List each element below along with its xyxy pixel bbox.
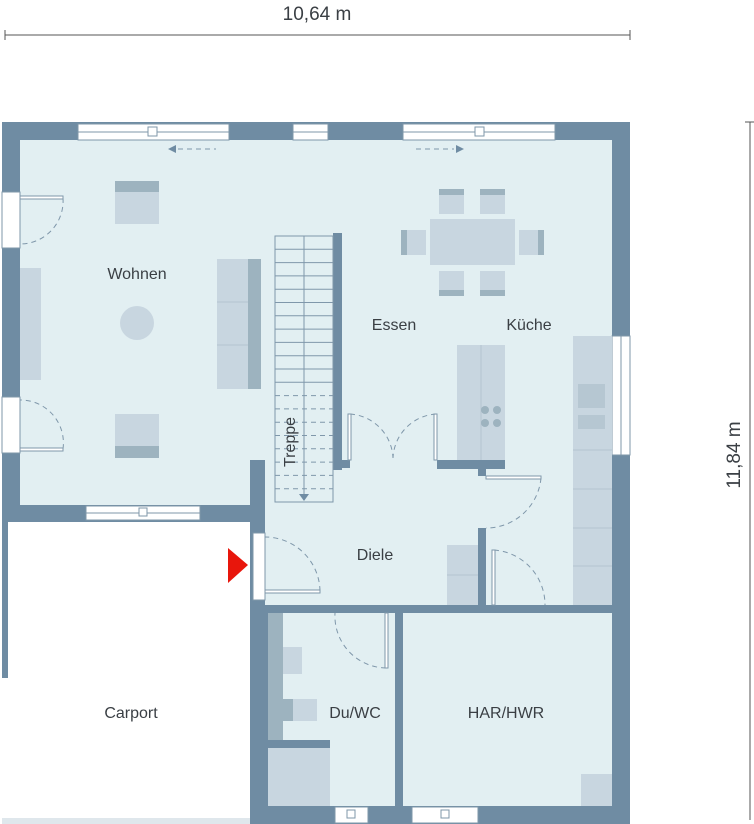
wall [545, 605, 612, 613]
furniture [20, 181, 612, 806]
room-label-treppe: Treppe [282, 417, 299, 467]
room-label-wohnen: Wohnen [107, 266, 166, 283]
wall [437, 460, 505, 469]
carport-edge-bottom [2, 818, 250, 824]
wall [250, 460, 265, 520]
width-dimension: 10,64 m [4, 4, 631, 40]
wall [333, 233, 342, 470]
sliding-arrow-icon [168, 145, 464, 153]
wall [265, 605, 335, 613]
height-label: 11,84 m [724, 421, 745, 488]
diele-floor [265, 470, 612, 605]
room-label-diele: Diele [357, 547, 394, 564]
wall [478, 468, 486, 476]
windows [1, 123, 631, 824]
har-floor [403, 613, 612, 806]
room-label-essen: Essen [372, 317, 416, 334]
room-label-kueche: Küche [506, 317, 551, 334]
wall [388, 605, 493, 613]
entrance-arrow-icon [228, 548, 248, 583]
room-label-carport: Carport [104, 705, 158, 722]
door-swings [19, 195, 546, 669]
width-label: 10,64 m [283, 4, 352, 25]
carport-area [2, 522, 250, 824]
wall [342, 460, 350, 468]
wall [395, 605, 403, 806]
height-dimension: 11,84 m [724, 121, 754, 820]
carport-edge [2, 522, 8, 678]
wall [265, 740, 330, 748]
room-label-har: HAR/HWR [468, 705, 544, 722]
wall [478, 528, 486, 605]
room-label-duwc: Du/WC [329, 705, 381, 722]
staircase [274, 235, 334, 503]
